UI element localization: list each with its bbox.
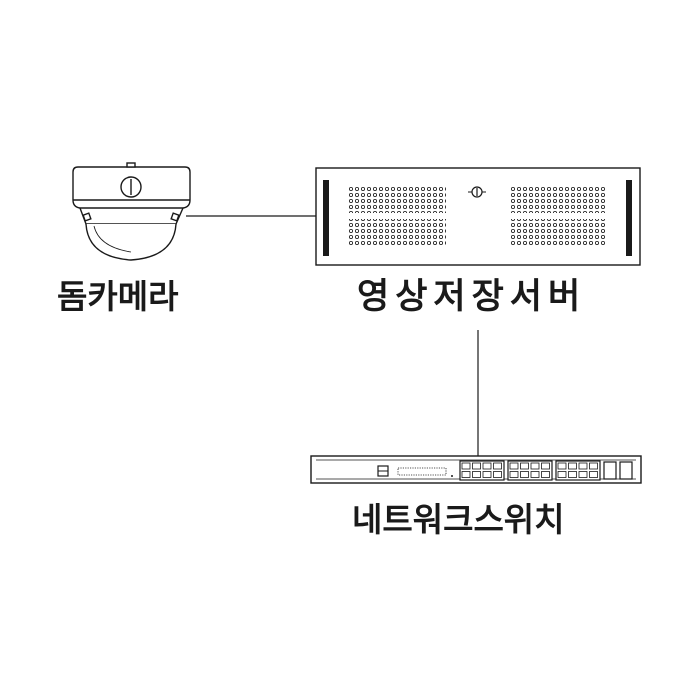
ethernet-port-icon <box>568 471 577 478</box>
ethernet-port-icon <box>472 471 481 478</box>
ethernet-port-icon <box>520 462 529 470</box>
ethernet-port-icon <box>520 471 529 478</box>
port-group <box>459 460 505 481</box>
ethernet-port-icon <box>482 471 492 478</box>
ethernet-port-icon <box>461 462 471 470</box>
ethernet-port-icon <box>578 471 588 478</box>
dome-camera-icon <box>72 162 191 261</box>
ethernet-port-icon <box>557 462 567 470</box>
ethernet-port-icon <box>530 471 540 478</box>
port-group <box>507 460 553 481</box>
ethernet-port-icon <box>557 471 567 478</box>
ethernet-port-icon <box>509 471 519 478</box>
switch-label: 네트워크스위치 <box>352 500 565 539</box>
network-switch-icon <box>310 455 642 484</box>
ethernet-port-icon <box>493 462 502 470</box>
port-group <box>555 460 601 481</box>
camera-label: 돔카메라 <box>57 277 179 316</box>
ethernet-port-icon <box>509 462 519 470</box>
ethernet-port-icon <box>541 462 550 470</box>
ethernet-port-icon <box>482 462 492 470</box>
server-label: 영상저장서버 <box>357 277 587 317</box>
ethernet-port-icon <box>568 462 577 470</box>
ethernet-port-icon <box>541 471 550 478</box>
ethernet-port-icon <box>493 471 502 478</box>
ethernet-port-icon <box>530 462 540 470</box>
ethernet-port-icon <box>472 462 481 470</box>
ethernet-port-icon <box>578 462 588 470</box>
ethernet-port-icon <box>461 471 471 478</box>
ethernet-port-icon <box>589 471 598 478</box>
ethernet-port-icon <box>589 462 598 470</box>
server-rack-icon <box>315 167 641 266</box>
